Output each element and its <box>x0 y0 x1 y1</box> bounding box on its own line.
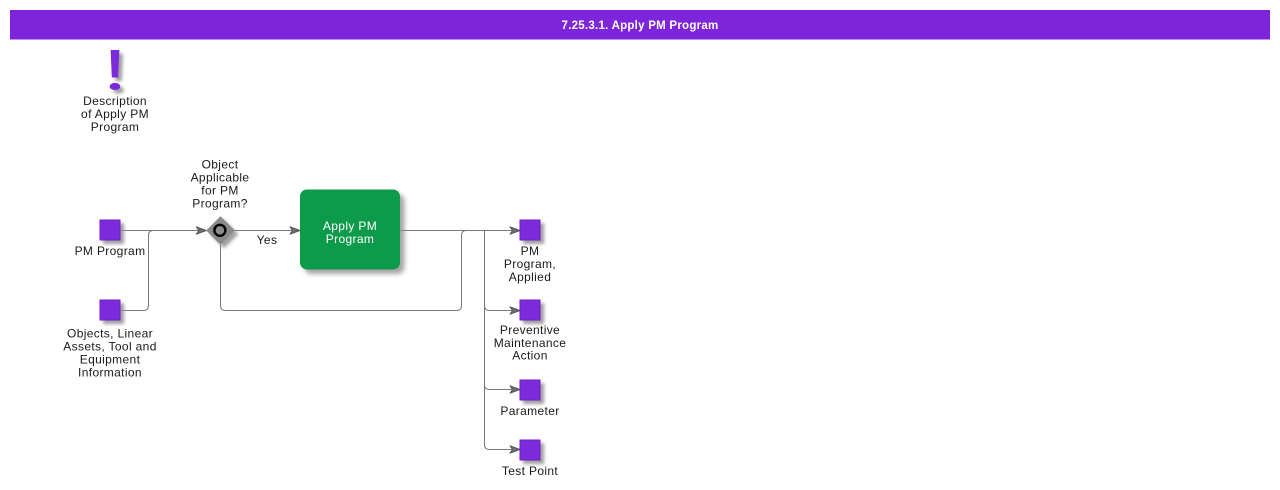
svg-text:7.25.3.1. Apply PM Program: 7.25.3.1. Apply PM Program <box>562 20 719 32</box>
svg-text:Apply PM: Apply PM <box>323 219 377 233</box>
svg-text:Object: Object <box>202 158 239 172</box>
svg-text:Preventive: Preventive <box>500 323 560 337</box>
svg-text:Program: Program <box>326 232 374 246</box>
svg-text:Maintenance: Maintenance <box>494 336 567 350</box>
svg-text:Yes: Yes <box>257 233 278 247</box>
svg-text:Applicable: Applicable <box>191 171 250 185</box>
svg-text:Parameter: Parameter <box>500 404 559 418</box>
svg-text:for PM: for PM <box>201 184 238 198</box>
svg-text:Program: Program <box>91 120 139 134</box>
svg-text:Information: Information <box>78 366 142 380</box>
svg-text:PM: PM <box>521 244 540 258</box>
svg-text:Program?: Program? <box>192 197 248 211</box>
svg-text:Description: Description <box>83 94 147 108</box>
svg-text:Program,: Program, <box>504 257 556 271</box>
svg-text:PM Program: PM Program <box>75 244 146 258</box>
svg-text:Test Point: Test Point <box>502 464 559 478</box>
svg-text:Action: Action <box>512 349 547 363</box>
svg-text:of Apply PM: of Apply PM <box>81 107 149 121</box>
svg-text:Objects, Linear: Objects, Linear <box>67 327 153 341</box>
svg-text:Applied: Applied <box>509 270 551 284</box>
svg-text:Assets, Tool and: Assets, Tool and <box>63 340 156 354</box>
svg-text:Equipment: Equipment <box>80 353 141 367</box>
